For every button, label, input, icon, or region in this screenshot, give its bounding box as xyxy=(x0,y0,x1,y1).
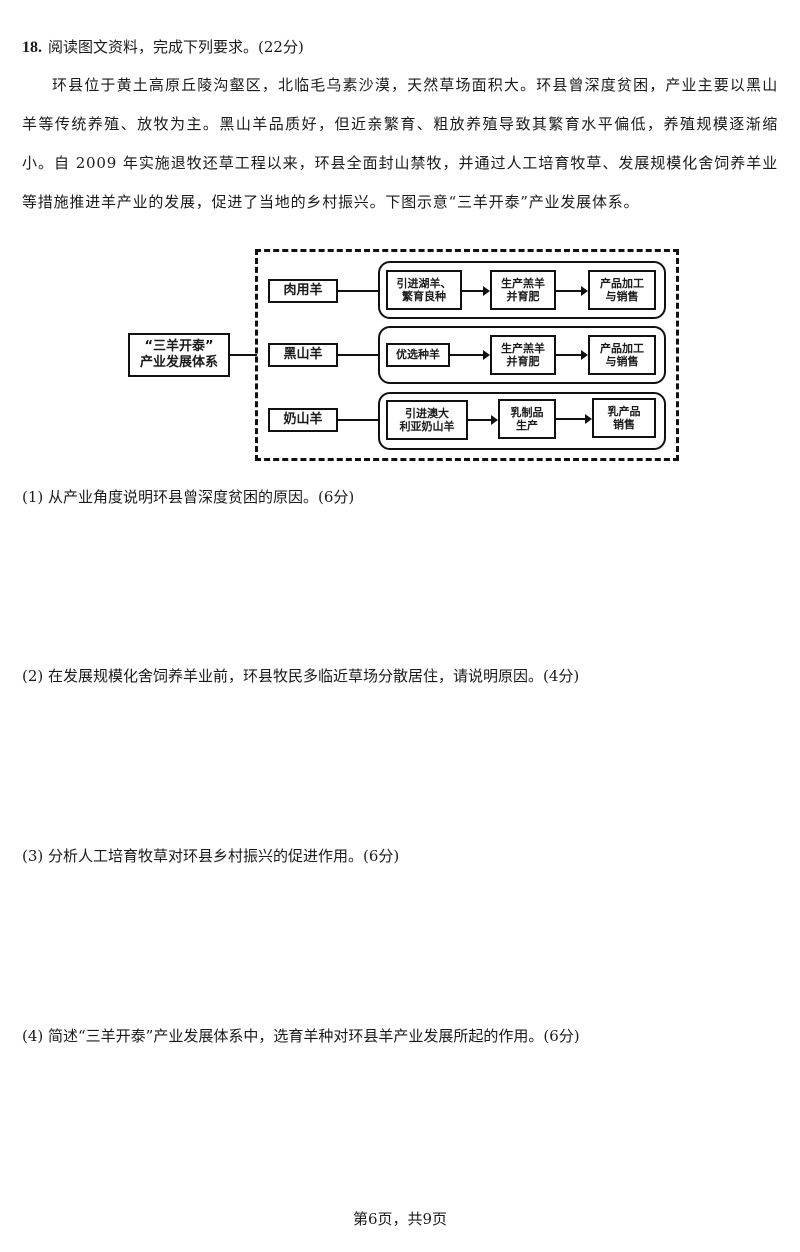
category-label: 肉用羊 xyxy=(283,283,323,299)
sub-question-4: (4) 简述“三羊开泰”产业发展体系中，选育羊种对环县羊产业发展所起的作用。(6… xyxy=(22,1027,580,1045)
root-connector xyxy=(230,354,257,356)
category-label: 奶山羊 xyxy=(283,412,323,428)
flow-group-meat-sheep xyxy=(378,261,666,319)
root-label-line2: 产业发展体系 xyxy=(139,355,218,370)
arrow-icon xyxy=(556,414,592,424)
category-box-meat-sheep: 肉用羊 xyxy=(268,279,338,303)
arrow-icon xyxy=(556,350,588,360)
sub-question-2: (2) 在发展规模化舍饲养羊业前，环县牧民多临近草场分散居住，请说明原因。(4分… xyxy=(22,667,580,685)
root-label-line1: “三羊开泰” xyxy=(144,339,214,355)
root-box: “三羊开泰”产业发展体系 xyxy=(128,333,230,377)
question-instruction: 阅读图文资料，完成下列要求。(22分) xyxy=(48,38,304,56)
category-label: 黑山羊 xyxy=(283,347,323,363)
category-box-black-goat: 黑山羊 xyxy=(268,343,338,367)
dashed-container xyxy=(255,249,679,461)
sub-question-3: (3) 分析人工培育牧草对环县乡村振兴的促进作用。(6分) xyxy=(22,847,400,865)
connector xyxy=(338,290,378,292)
arrow-icon xyxy=(462,286,490,296)
step-box: 产品加工与销售 xyxy=(588,270,656,310)
step-box: 引进澳大利亚奶山羊 xyxy=(386,400,468,440)
page-footer: 第6页，共9页 xyxy=(352,1210,448,1228)
industry-system-diagram: “三羊开泰”产业发展体系 肉用羊 引进湖羊、繁育良种 生产羔羊并育肥 产品加工与… xyxy=(128,246,688,466)
step-box: 生产羔羊并育肥 xyxy=(490,270,556,310)
connector xyxy=(338,419,378,421)
material-paragraph: 环县位于黄土高原丘陵沟壑区，北临毛乌素沙漠，天然草场面积大。环县曾深度贫困，产业… xyxy=(22,76,778,211)
step-box: 乳制品生产 xyxy=(498,399,556,439)
step-box: 优选种羊 xyxy=(386,343,450,367)
step-box: 生产羔羊并育肥 xyxy=(490,335,556,375)
arrow-icon xyxy=(450,350,490,360)
connector xyxy=(338,354,378,356)
step-box: 产品加工与销售 xyxy=(588,335,656,375)
sub-question-1: (1) 从产业角度说明环县曾深度贫困的原因。(6分) xyxy=(22,488,355,506)
question-number: 18. xyxy=(22,39,42,56)
step-box: 引进湖羊、繁育良种 xyxy=(386,270,462,310)
flow-group-dairy-goat xyxy=(378,392,666,450)
step-box: 乳产品销售 xyxy=(592,398,656,438)
flow-group-black-goat xyxy=(378,326,666,384)
category-box-dairy-goat: 奶山羊 xyxy=(268,408,338,432)
arrow-icon xyxy=(468,415,498,425)
question-title: 18. 阅读图文资料，完成下列要求。(22分) xyxy=(22,36,304,57)
arrow-icon xyxy=(556,286,588,296)
